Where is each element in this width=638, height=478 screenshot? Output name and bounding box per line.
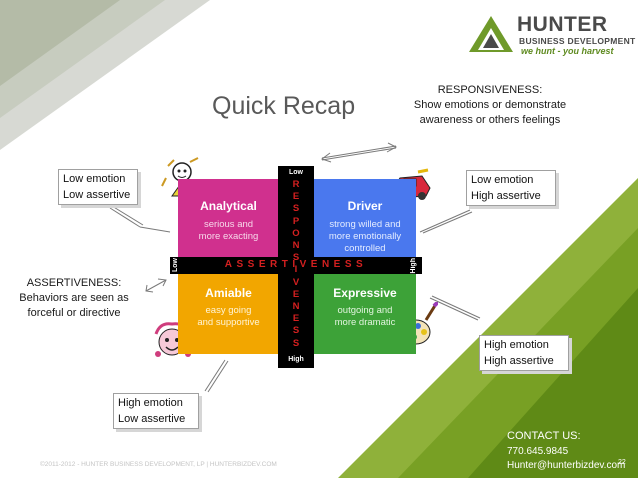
tag-line: Low emotion bbox=[471, 174, 534, 186]
tag-low-emotion-high-assertive: Low emotion High assertive bbox=[466, 170, 556, 206]
quadrant-title: Amiable bbox=[205, 286, 252, 300]
background-triangle-top bbox=[0, 0, 210, 150]
logo-subtitle: BUSINESS DEVELOPMENT bbox=[519, 36, 636, 46]
contact-heading: CONTACT US: bbox=[507, 430, 581, 442]
vertical-axis-high-label: High bbox=[288, 356, 304, 363]
responsiveness-letter: V bbox=[292, 276, 300, 288]
page-number: 22 bbox=[618, 459, 626, 466]
quadrant-title: Expressive bbox=[333, 286, 397, 300]
tag-line: High assertive bbox=[471, 190, 541, 202]
quadrant-expressive: Expressive outgoing and more dramatic bbox=[314, 274, 416, 354]
tag-low-emotion-low-assertive: Low emotion Low assertive bbox=[58, 169, 138, 205]
tag-line: Low assertive bbox=[63, 189, 131, 201]
quadrant-title: Driver bbox=[347, 199, 383, 213]
quadrant-line: more emotionally bbox=[328, 231, 402, 242]
responsiveness-letter: E bbox=[292, 288, 300, 300]
assertiveness-axis-word: ASSERTIVENESS bbox=[224, 259, 368, 270]
vertical-axis-low-label: Low bbox=[289, 169, 303, 176]
quadrant-analytical: Analytical serious and more exacting bbox=[178, 179, 279, 257]
quadrant-line: and supportive bbox=[197, 317, 260, 328]
quadrant-amiable: Amiable easy going and supportive bbox=[178, 274, 279, 354]
responsiveness-letter: N bbox=[292, 240, 300, 252]
tag-line: High emotion bbox=[484, 339, 549, 351]
responsiveness-note: RESPONSIVENESS: Show emotions or demonst… bbox=[405, 83, 575, 128]
horizontal-axis-high-label: High bbox=[410, 258, 417, 274]
responsiveness-heading: RESPONSIVENESS: bbox=[437, 84, 543, 96]
quadrant-line: more dramatic bbox=[334, 317, 396, 328]
responsiveness-text: Show emotions or demonstrate awareness o… bbox=[413, 99, 567, 126]
quadrant-line: controlled bbox=[344, 243, 386, 254]
tag-line: High assertive bbox=[484, 355, 554, 367]
responsiveness-letter: E bbox=[292, 313, 300, 325]
tag-line: High emotion bbox=[118, 397, 183, 409]
responsiveness-letter: S bbox=[292, 337, 300, 349]
quadrant-line: strong willed and bbox=[329, 219, 401, 230]
horizontal-axis-low-label: Low bbox=[172, 258, 179, 272]
assertiveness-note: ASSERTIVENESS: Behaviors are seen as for… bbox=[6, 276, 142, 321]
assertiveness-axis-bar bbox=[170, 257, 422, 274]
responsiveness-letter: S bbox=[292, 252, 300, 264]
assertiveness-text: Behaviors are seen as forceful or direct… bbox=[19, 292, 129, 319]
responsiveness-letter: N bbox=[292, 301, 300, 313]
logo-tagline: we hunt - you harvest bbox=[521, 46, 614, 56]
quadrant-driver: Driver strong willed and more emotionall… bbox=[314, 179, 416, 257]
responsiveness-letter: E bbox=[292, 191, 300, 203]
logo-triangle-icon bbox=[469, 16, 513, 52]
responsiveness-letter: S bbox=[292, 203, 300, 215]
tag-high-emotion-low-assertive: High emotion Low assertive bbox=[113, 393, 199, 429]
quadrant-line: easy going bbox=[205, 305, 252, 316]
page-title: Quick Recap bbox=[212, 92, 356, 120]
responsiveness-letter: R bbox=[292, 179, 300, 190]
quadrant-line: outgoing and bbox=[337, 305, 393, 316]
tag-line: Low emotion bbox=[63, 173, 126, 185]
logo-name: HUNTER bbox=[517, 13, 608, 36]
tag-line: Low assertive bbox=[118, 413, 186, 425]
responsiveness-letter: I bbox=[294, 264, 298, 276]
contact-phone: 770.645.9845 bbox=[507, 446, 569, 457]
responsiveness-letter: P bbox=[292, 215, 300, 227]
tag-high-emotion-high-assertive: High emotion High assertive bbox=[479, 335, 569, 371]
assertiveness-heading: ASSERTIVENESS: bbox=[26, 277, 122, 289]
responsiveness-letter: O bbox=[292, 227, 300, 239]
quadrant-title: Analytical bbox=[200, 199, 257, 213]
quadrant-line: serious and bbox=[203, 219, 254, 230]
footer-copyright: ©2011-2012 - HUNTER BUSINESS DEVELOPMENT… bbox=[40, 461, 277, 468]
responsiveness-letter: S bbox=[292, 325, 300, 337]
contact-email: Hunter@hunterbizdev.com bbox=[507, 460, 626, 471]
quadrant-line: more exacting bbox=[198, 231, 259, 242]
